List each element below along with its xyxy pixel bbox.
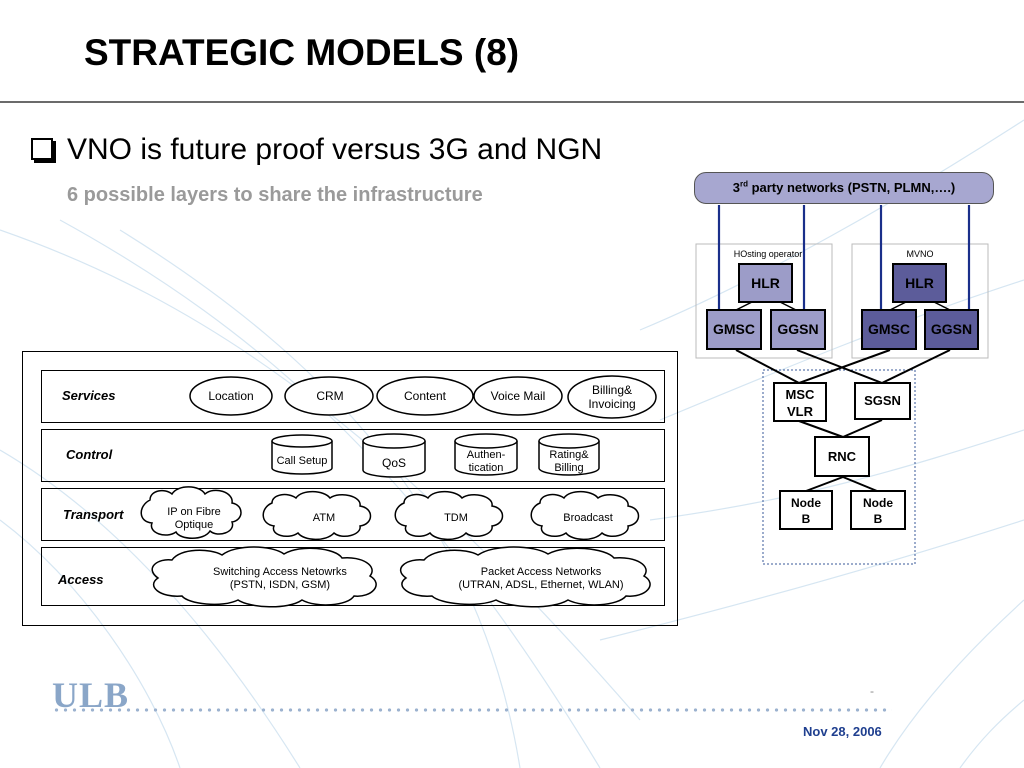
control-authentication: Authen- tication — [466, 449, 506, 474]
transport-ip-fibre: IP on Fibre Optique — [167, 506, 221, 531]
third-party-rest: party networks (PSTN, PLMN,….) — [747, 180, 956, 195]
hosting-gmsc: GMSC — [706, 309, 762, 350]
rnc: RNC — [814, 436, 870, 477]
content-service-ellipse — [376, 376, 474, 416]
mvno-label: MVNO — [906, 249, 934, 259]
broadcast-cloud — [530, 490, 640, 541]
location-service-ellipse — [189, 376, 273, 416]
transport-label: Transport — [63, 507, 124, 522]
voicemail-service-ellipse — [473, 376, 563, 416]
control-call-setup: Call Setup — [276, 455, 328, 467]
atm-cloud — [262, 490, 372, 541]
control-label: Control — [66, 447, 113, 462]
access-layer — [41, 547, 665, 606]
subtitle: 6 possible layers to share the infrastru… — [67, 184, 483, 206]
sgsn: SGSN — [854, 382, 911, 420]
transport-atm: ATM — [312, 512, 336, 524]
mvno-ggsn: GGSN — [924, 309, 979, 350]
access-switching-line1: Switching Access Netowrks — [213, 566, 347, 578]
page-title: STRATEGIC MODELS (8) — [84, 32, 520, 73]
third-party-networks: 3rd party networks (PSTN, PLMN,….) — [694, 172, 994, 204]
control-layer — [41, 429, 665, 482]
tdm-cloud — [394, 490, 504, 541]
transport-broadcast: Broadcast — [563, 512, 613, 524]
service-billing: Billing& Invoicing — [588, 383, 636, 411]
control-rating-billing: Rating& Billing — [549, 449, 589, 474]
hosting-operator-frame — [695, 243, 833, 359]
title-divider — [0, 101, 1024, 103]
access-packet-line2: (UTRAN, ADSL, Ethernet, WLAN) — [458, 579, 624, 591]
access-switching-line2: (PSTN, ISDN, GSM) — [229, 579, 331, 591]
call-setup-cylinder — [271, 434, 333, 475]
node-b-right: Node B — [850, 490, 906, 530]
access-packet-line1: Packet Access Networks — [480, 566, 602, 578]
node-b-left: Node B — [779, 490, 833, 530]
crm-service-ellipse — [284, 376, 374, 416]
qos-cylinder — [362, 433, 426, 478]
hosting-ggsn: GGSN — [770, 309, 826, 350]
bullet-text: VNO is future proof versus 3G and NGN — [67, 133, 603, 166]
control-qos: QoS — [381, 456, 406, 470]
services-layer — [41, 370, 665, 423]
service-voice-mail: Voice Mail — [490, 389, 546, 403]
third-party-prefix: 3 — [732, 180, 740, 195]
switching-access-cloud — [151, 546, 377, 608]
node-b-left-label: Node B — [791, 496, 821, 526]
hosting-operator-label: HOsting operator — [733, 249, 803, 259]
third-party-sup: rd — [739, 179, 748, 189]
layer-diagram-frame — [22, 351, 678, 626]
service-location: Location — [208, 389, 254, 403]
footer-page-marker: - — [870, 684, 874, 698]
transport-tdm: TDM — [444, 512, 468, 524]
hosting-hlr: HLR — [738, 263, 793, 303]
access-label: Access — [58, 572, 104, 587]
shared-access-frame — [762, 369, 916, 565]
ip-fibre-cloud — [140, 486, 242, 539]
rating-billing-cylinder — [538, 433, 600, 476]
services-label: Services — [62, 388, 116, 403]
node-b-right-label: Node B — [863, 496, 893, 526]
mvno-frame — [851, 243, 989, 359]
service-crm: CRM — [316, 389, 344, 403]
service-content: Content — [403, 389, 447, 403]
authentication-cylinder — [454, 433, 518, 476]
transport-layer — [41, 488, 665, 541]
footer-date: Nov 28, 2006 — [803, 724, 882, 739]
msc-vlr-label: MSC VLR — [785, 387, 815, 419]
mvno-gmsc: GMSC — [861, 309, 917, 350]
checkbox-bullet-icon — [31, 138, 53, 160]
billing-service-ellipse — [567, 375, 657, 419]
footer-dotted-line — [52, 708, 892, 712]
mvno-hlr: HLR — [892, 263, 947, 303]
packet-access-cloud — [399, 546, 651, 608]
msc-vlr: MSC VLR — [773, 382, 827, 422]
